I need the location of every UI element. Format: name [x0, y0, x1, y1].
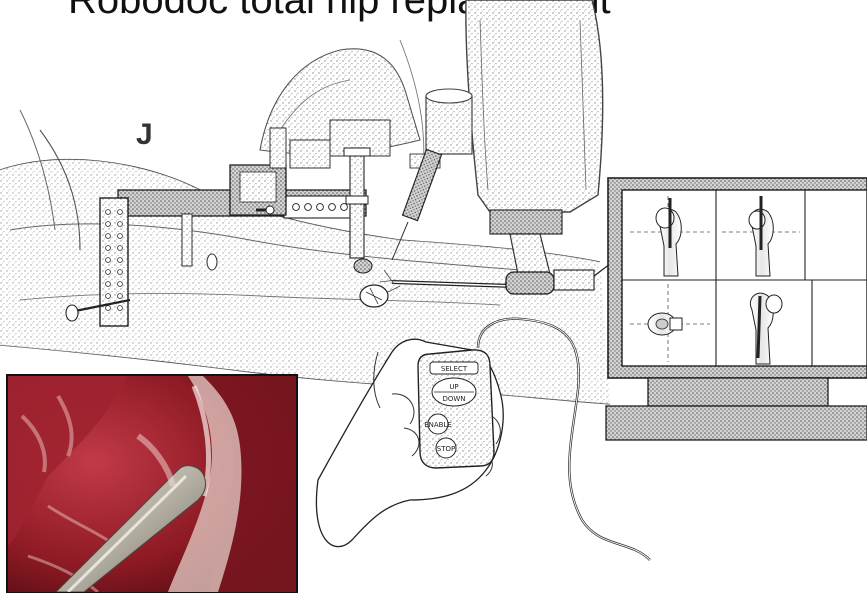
controller-button-select: SELECT	[430, 362, 478, 374]
intraoperative-photo	[6, 374, 298, 593]
planning-monitor	[606, 178, 867, 440]
controller-button-up-down: UP DOWN	[432, 378, 476, 406]
hand-controller-pendant: SELECT UP DOWN ENABLE STOP	[418, 350, 494, 468]
robot-arm	[410, 0, 603, 274]
controller-button-stop: STOP	[436, 438, 456, 458]
panel-letter: J	[136, 118, 153, 152]
down-button-label: DOWN	[442, 395, 465, 403]
up-button-label: UP	[449, 383, 458, 391]
select-button-label: SELECT	[441, 365, 468, 373]
intraoperative-photo-image	[8, 376, 296, 592]
stop-button-label: STOP	[437, 445, 455, 453]
enable-button-label: ENABLE	[424, 421, 452, 429]
